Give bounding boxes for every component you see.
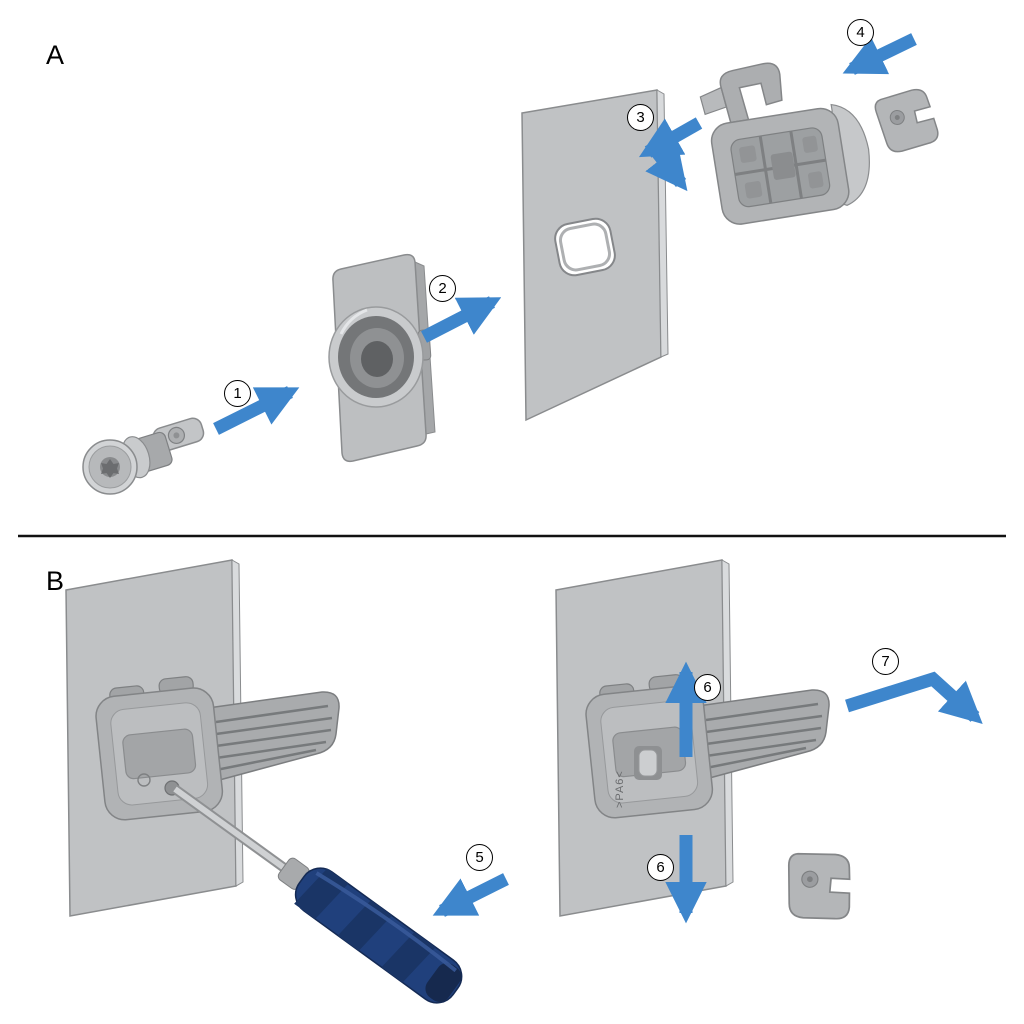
step-badge-4: 4 xyxy=(847,19,874,46)
torx-recess-icon xyxy=(101,459,119,478)
step-badge-6-lower: 6 xyxy=(647,854,674,881)
arrow-step-7 xyxy=(845,671,983,724)
arrow-step-1 xyxy=(213,386,300,435)
cam-part-a xyxy=(872,86,941,155)
step-badge-6-upper: 6 xyxy=(694,674,721,701)
panel-cutout xyxy=(554,217,616,277)
arrow-step-2 xyxy=(421,296,502,343)
step-badge-5: 5 xyxy=(466,844,493,871)
arrow-step-4 xyxy=(842,33,917,75)
step-badge-3: 3 xyxy=(627,104,654,131)
step-badge-2: 2 xyxy=(429,275,456,302)
section-b-label: B xyxy=(46,566,65,596)
housing-hook xyxy=(719,62,783,124)
material-marking: >PA6< xyxy=(614,770,626,808)
step-badge-1: 1 xyxy=(224,380,251,407)
step-arrows xyxy=(213,33,983,924)
cam-part-b xyxy=(779,845,859,927)
lock-cylinder-part xyxy=(82,417,205,495)
bezel-adapter-part xyxy=(328,253,436,463)
arrow-step-5 xyxy=(432,873,509,917)
arrow-step-3-right xyxy=(645,141,688,192)
section-a-label: A xyxy=(46,40,65,70)
screwdriver-handle xyxy=(294,867,463,1004)
step-badge-7: 7 xyxy=(872,648,899,675)
latch-housing-part xyxy=(699,62,870,225)
latch-assembly-right: >PA6< xyxy=(581,670,831,821)
screwdriver xyxy=(172,784,463,1004)
panel-part-a xyxy=(521,89,669,422)
